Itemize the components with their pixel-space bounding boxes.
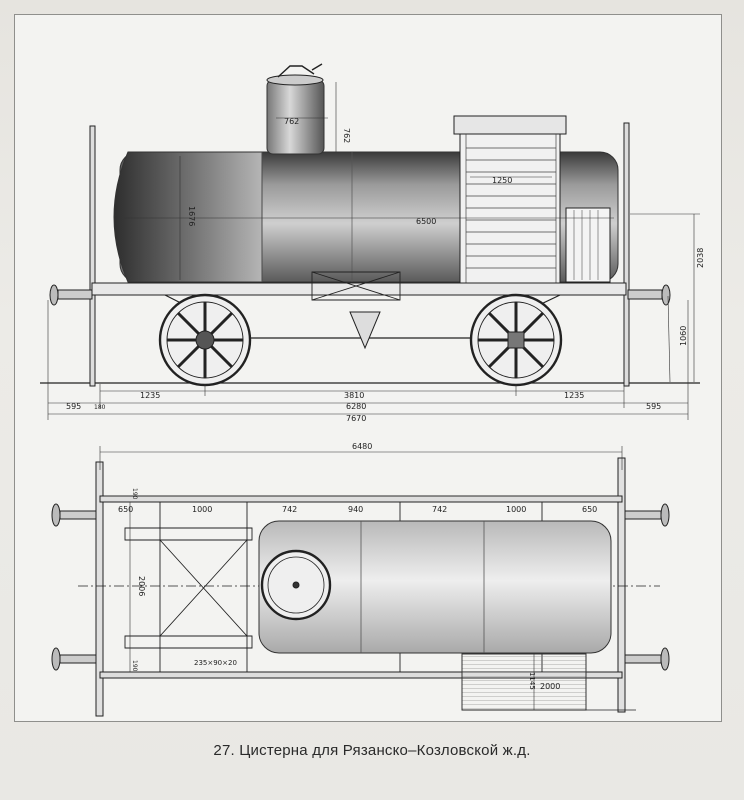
dim-seg-2: 1000 <box>192 505 212 514</box>
booth-door <box>565 207 611 283</box>
booth-roof <box>453 115 567 135</box>
plan-buffers <box>51 503 670 671</box>
tank-end-left <box>113 151 263 283</box>
plan-end-beam-right <box>617 457 626 713</box>
buffer-right <box>627 284 671 306</box>
plan-tank <box>258 520 612 654</box>
left-end-post <box>89 125 96 387</box>
dim-buffer-height: 1060 <box>679 326 688 346</box>
dim-seg-5: 742 <box>432 505 447 514</box>
side-dimension-lines <box>47 82 700 420</box>
dim-seg-4: 940 <box>348 505 363 514</box>
plan-side-sill-bottom <box>99 671 623 679</box>
dim-dome-height: 762 <box>342 128 351 143</box>
plan-end-beam-left <box>95 461 104 717</box>
booth-boards <box>465 134 557 284</box>
dome-handle <box>277 63 323 78</box>
dim-small-left: 180 <box>94 404 106 411</box>
dome-lid <box>266 74 324 86</box>
dim-buffer-left: 595 <box>66 402 81 411</box>
dim-overhang-left: 1235 <box>140 391 160 400</box>
dim-booth-width: 1250 <box>492 176 512 185</box>
dim-buffer-right: 595 <box>646 402 661 411</box>
plan-dimension-lines <box>99 446 623 710</box>
brake-gear <box>349 311 381 350</box>
buffer-left <box>49 284 93 306</box>
side-view <box>40 63 700 420</box>
tank-seams <box>261 152 353 282</box>
dim-tank-length: 6500 <box>416 217 436 226</box>
plan-brake-platform <box>461 653 587 711</box>
wheel-right <box>469 293 563 387</box>
plan-view <box>51 446 670 717</box>
dim-small-top: 190 <box>131 488 138 500</box>
dim-wheelbase: 3810 <box>344 391 364 400</box>
plan-side-sill-top <box>99 495 623 503</box>
plan-tank-seams <box>360 521 485 653</box>
figure-caption: 27. Цистерна для Рязанско–Козловской ж.д… <box>213 742 531 759</box>
dim-overall-length: 7670 <box>346 414 366 423</box>
dim-seg-7: 650 <box>582 505 597 514</box>
dim-tank-diameter: 1676 <box>187 206 196 226</box>
dim-height-total: 2038 <box>696 248 705 268</box>
dim-overhang-right: 1235 <box>564 391 584 400</box>
dim-dome-width: 762 <box>284 117 299 126</box>
dim-frame-length: 6280 <box>346 402 366 411</box>
booth <box>459 133 561 285</box>
dim-seg-3: 742 <box>282 505 297 514</box>
dim-frame-width: 2006 <box>137 576 146 596</box>
dim-seg-6: 1000 <box>506 505 526 514</box>
dim-platform-width: 2000 <box>540 682 560 691</box>
right-end-post <box>623 122 630 387</box>
dim-small-bottom: 190 <box>131 660 138 672</box>
cross-bracing <box>311 271 401 301</box>
plan-bracing <box>124 527 253 649</box>
dim-top-length: 6480 <box>352 442 372 451</box>
plan-dimension-labels: 6480 650 1000 742 940 742 1000 650 2006 … <box>118 442 597 691</box>
dim-platform-dim: 1145 <box>528 672 536 690</box>
wheel-left <box>158 293 252 387</box>
side-dimension-labels: 762 762 1676 1250 6500 2038 1060 1235 38… <box>66 117 705 423</box>
underframe <box>91 282 627 296</box>
dim-seg-1: 650 <box>118 505 133 514</box>
dim-beam-note: 235×90×20 <box>194 659 237 667</box>
